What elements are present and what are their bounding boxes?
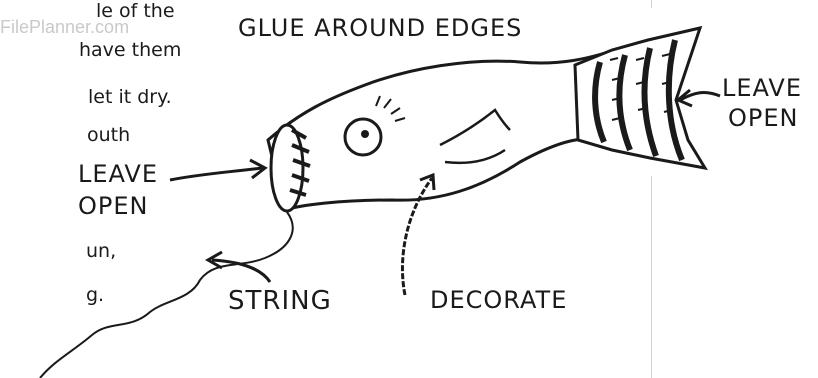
label-glue-around-edges: GLUE AROUND EDGES [238, 14, 522, 42]
label-string: STRING [228, 286, 332, 316]
label-leave-open-left: LEAVE [78, 160, 158, 188]
label-leave-open-right: LEAVE [722, 74, 802, 102]
label-leave-open-left: OPEN [78, 192, 148, 220]
label-decorate: DECORATE [430, 286, 567, 314]
label-leave-open-right: OPEN [728, 104, 798, 132]
